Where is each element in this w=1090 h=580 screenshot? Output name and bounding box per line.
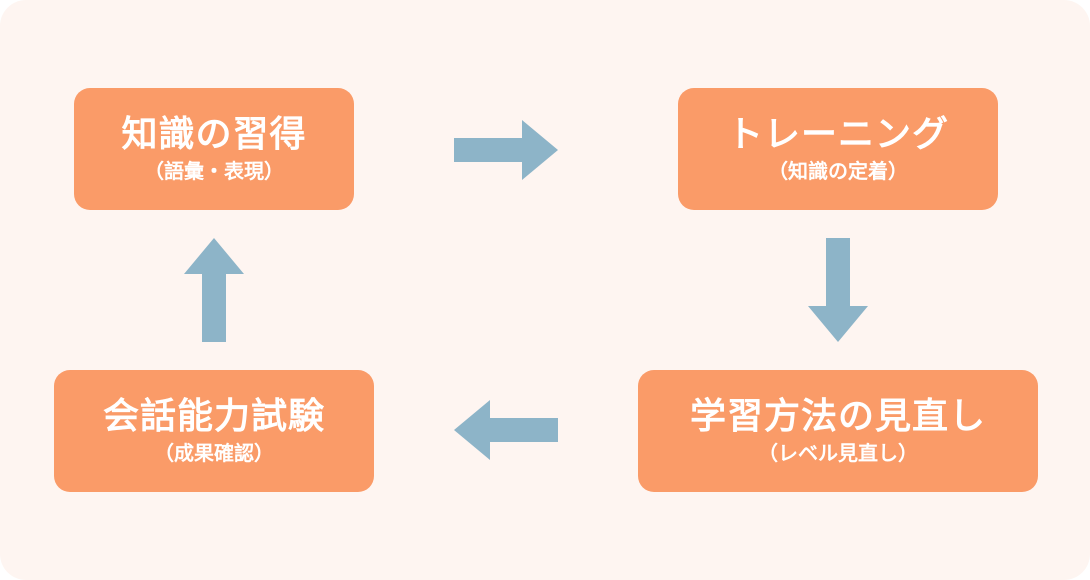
step-subtitle: （レベル見直し）	[758, 440, 918, 465]
arrow-right-icon	[454, 120, 558, 180]
step-subtitle: （語彙・表現）	[144, 158, 284, 183]
arrow-left-icon	[454, 400, 558, 460]
step-training: トレーニング （知識の定着）	[678, 88, 998, 210]
step-title: 会話能力試験	[102, 396, 325, 438]
step-subtitle: （成果確認）	[154, 440, 274, 465]
step-title: 知識の習得	[121, 114, 307, 156]
step-conversation-exam: 会話能力試験 （成果確認）	[54, 370, 374, 492]
step-title: トレーニング	[726, 114, 949, 156]
step-title: 学習方法の見直し	[689, 396, 986, 438]
step-knowledge-acquisition: 知識の習得 （語彙・表現）	[74, 88, 354, 210]
step-method-review: 学習方法の見直し （レベル見直し）	[638, 370, 1038, 492]
arrow-up-icon	[184, 238, 244, 342]
step-subtitle: （知識の定着）	[768, 158, 908, 183]
arrow-down-icon	[808, 238, 868, 342]
